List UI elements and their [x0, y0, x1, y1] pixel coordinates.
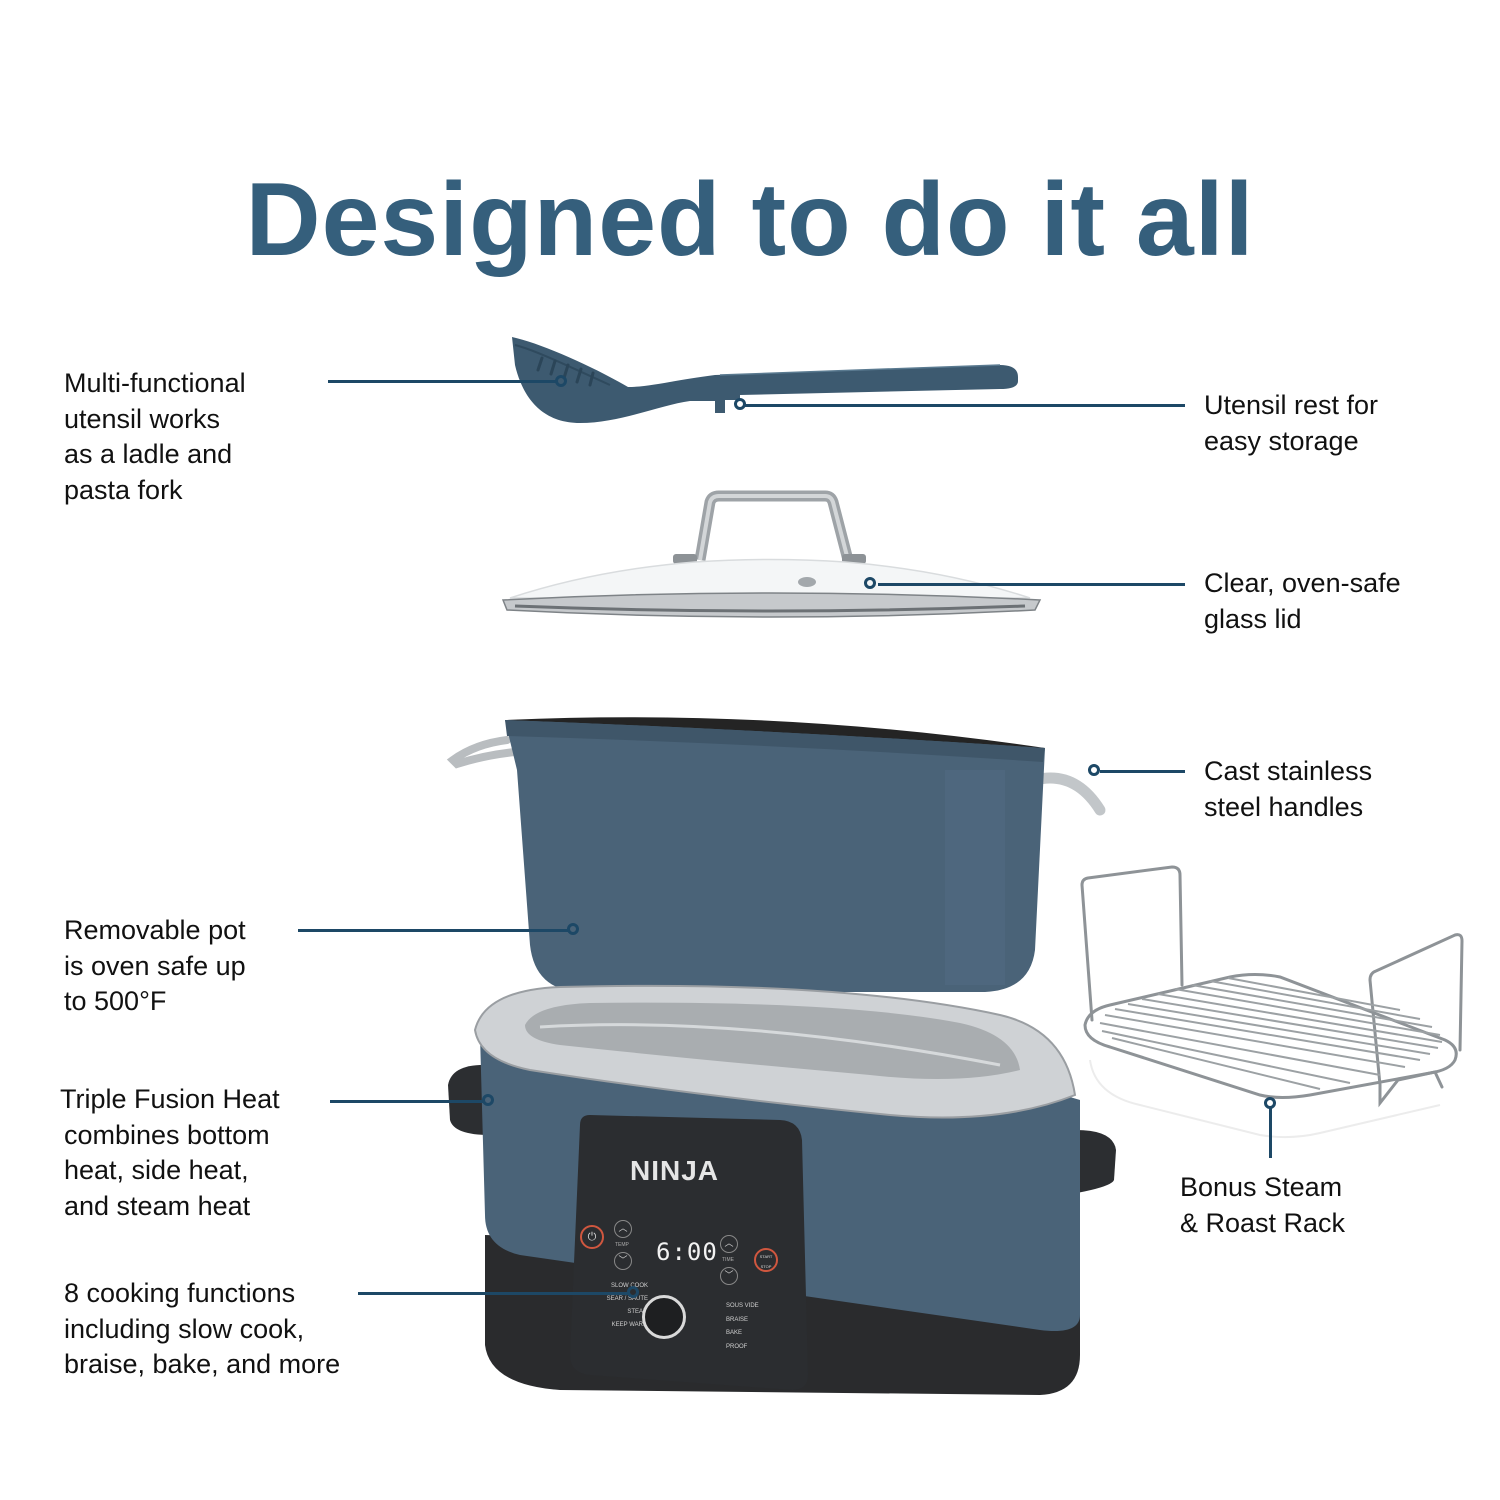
function-steam[interactable]: STEAM [627, 1309, 648, 1315]
power-icon: ⏻ [587, 1231, 597, 1243]
callout-functions: 8 cooking functions including slow cook,… [64, 1278, 341, 1379]
function-sear-saute[interactable]: SEAR / SAUTE [606, 1296, 648, 1302]
function-keep-warm[interactable]: KEEP WARM [611, 1322, 648, 1328]
callout-triple-fusion: Triple Fusion Heat combines bottom heat,… [60, 1084, 280, 1221]
dial-knob[interactable] [642, 1295, 686, 1339]
leader-dot-utensil-rest [734, 398, 746, 410]
function-bake[interactable]: BAKE [726, 1330, 743, 1336]
chevron-down-icon: ﹀ [618, 1255, 628, 1265]
leader-line-triple-fusion [330, 1100, 485, 1103]
roast-rack-illustration [1080, 865, 1464, 1139]
brand-logo: NINJA [630, 1155, 720, 1186]
leader-line-glass-lid [878, 583, 1185, 586]
temp-down-button[interactable]: ﹀ [614, 1252, 632, 1270]
left-function-list: SLOW COOK SEAR / SAUTE STEAM KEEP WARM [590, 1280, 648, 1332]
chevron-up-icon: ︿ [724, 1238, 734, 1248]
callout-glass-lid: Clear, oven-safe glass lid [1204, 568, 1401, 634]
leader-dot-rack [1264, 1097, 1276, 1109]
callout-utensil: Multi-functional utensil works as a ladl… [64, 368, 246, 505]
leader-dot-removable-pot [567, 923, 579, 935]
leader-dot-utensil [555, 375, 567, 387]
leader-dot-glass-lid [864, 577, 876, 589]
leader-line-utensil [328, 380, 558, 383]
leader-line-removable-pot [298, 929, 570, 932]
glass-lid-illustration [501, 490, 1042, 618]
callout-rack: Bonus Steam & Roast Rack [1180, 1172, 1346, 1238]
page-title: Designed to do it all [245, 162, 1255, 278]
leader-line-functions [358, 1292, 630, 1295]
time-label: TIME [722, 1257, 734, 1263]
start-stop-button[interactable]: START STOP [754, 1248, 778, 1272]
utensil-illustration [512, 337, 1018, 423]
callout-removable-pot: Removable pot is oven safe up to 500°F [64, 915, 246, 1016]
right-function-list: SOUS VIDE BRAISE BAKE PROOF [726, 1300, 759, 1354]
control-panel: NINJA ⏻ ︿ TEMP ﹀ 6:00 ︿ TIME ﹀ START STO… [570, 1120, 800, 1390]
leader-line-handles [1100, 770, 1185, 773]
callout-utensil-rest: Utensil rest for easy storage [1204, 390, 1379, 456]
time-up-button[interactable]: ︿ [720, 1235, 738, 1253]
temp-label: TEMP [615, 1242, 629, 1248]
power-button[interactable]: ⏻ [580, 1225, 604, 1249]
function-proof[interactable]: PROOF [726, 1343, 748, 1350]
leader-line-rack [1269, 1108, 1272, 1158]
function-braise[interactable]: BRAISE [726, 1316, 749, 1323]
chevron-down-icon: ﹀ [724, 1270, 734, 1280]
leader-dot-handles [1088, 764, 1100, 776]
chevron-up-icon: ︿ [618, 1223, 628, 1233]
temp-up-button[interactable]: ︿ [614, 1220, 632, 1238]
removable-pot-illustration [446, 717, 1106, 992]
callout-handles: Cast stainless steel handles [1204, 756, 1373, 822]
leader-line-utensil-rest [745, 404, 1185, 407]
leader-dot-functions [627, 1286, 639, 1298]
function-sous-vide[interactable]: SOUS VIDE [726, 1303, 759, 1309]
leader-dot-triple-fusion [482, 1094, 494, 1106]
time-down-button[interactable]: ﹀ [720, 1267, 738, 1285]
time-display: 6:00 [656, 1238, 718, 1266]
base-unit-illustration [448, 984, 1116, 1395]
